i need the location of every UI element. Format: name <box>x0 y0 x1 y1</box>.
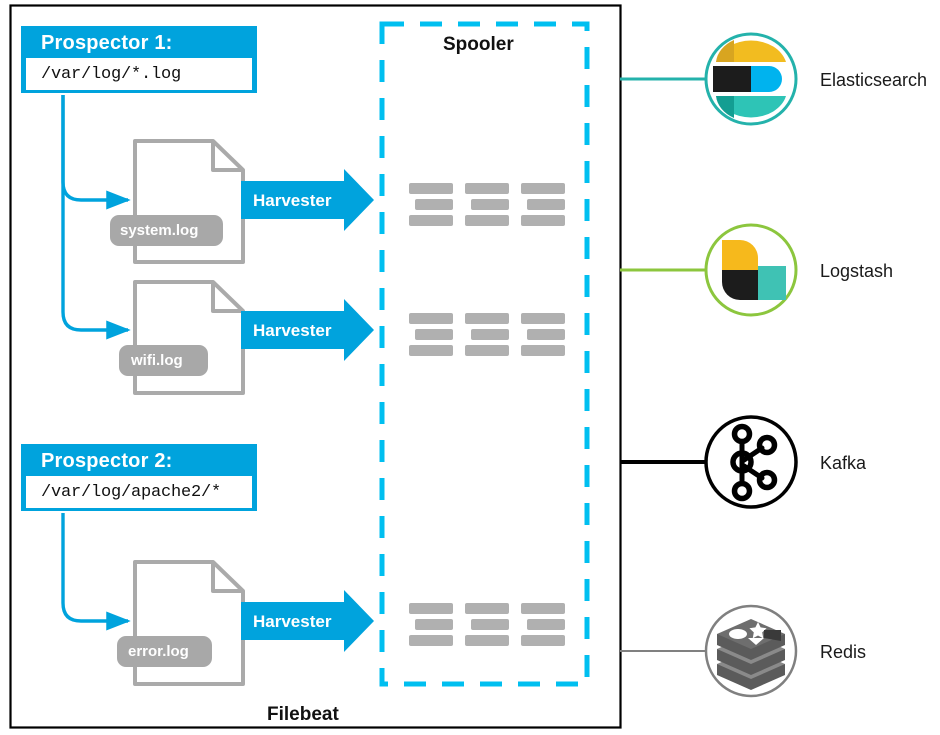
file-badge-system <box>110 215 223 246</box>
file-badge-label-system: system.log <box>120 222 199 239</box>
output-label-elasticsearch: Elasticsearch <box>820 70 928 90</box>
harvester-arrow-1 <box>241 169 374 231</box>
logstash-icon <box>704 223 798 317</box>
spooler-box <box>379 21 590 687</box>
harvester-arrow-2 <box>241 299 374 361</box>
file-badges <box>110 215 223 667</box>
output-label-logstash: Logstash <box>820 261 894 281</box>
output-label-kafka: Kafka <box>820 453 867 473</box>
output-label-redis: Redis <box>820 642 867 662</box>
prospector-2-path: /var/log/apache2/* <box>41 483 222 502</box>
prospector-1-path: /var/log/*.log <box>41 65 182 84</box>
file-badge-error <box>117 636 212 667</box>
prospector-1-connectors <box>61 95 131 340</box>
harvester-arrows <box>241 169 374 652</box>
prospector-2-title: Prospector 2: <box>41 450 173 472</box>
log-file-wifi <box>133 280 245 395</box>
spooler-batch-bars <box>409 183 565 646</box>
elasticsearch-icon <box>704 32 798 126</box>
spooler-label: Spooler <box>443 34 514 55</box>
prospector-1-title: Prospector 1: <box>41 32 173 54</box>
harvester-arrow-3 <box>241 590 374 652</box>
harvester-label-1: Harvester <box>253 191 332 210</box>
kafka-icon <box>704 415 798 509</box>
redis-icon <box>704 604 798 698</box>
prospector-2-connectors <box>61 513 131 631</box>
filebeat-label: Filebeat <box>267 704 339 725</box>
file-badge-wifi <box>119 345 208 376</box>
harvester-label-3: Harvester <box>253 612 332 631</box>
file-badge-label-wifi: wifi.log <box>131 352 183 369</box>
prospector-1-box <box>21 26 257 93</box>
harvester-label-2: Harvester <box>253 321 332 340</box>
file-badge-label-error: error.log <box>128 643 189 660</box>
prospector-2-box <box>21 444 257 511</box>
